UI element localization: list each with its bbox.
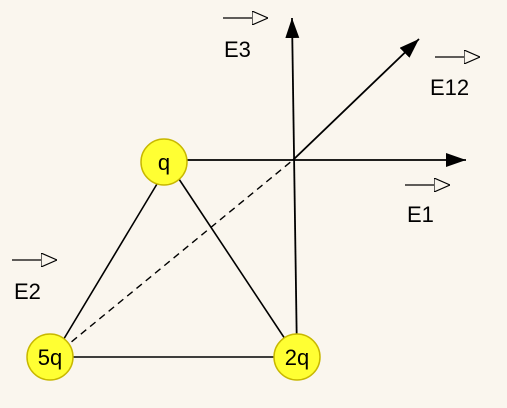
label-e12: E12	[430, 75, 469, 100]
charge-bottom-left-circle	[26, 333, 74, 381]
label-group-e12: E12	[430, 57, 480, 100]
charge-top-circle	[140, 138, 188, 186]
triangle-side-top-left	[52, 163, 170, 358]
vector-e12	[292, 38, 420, 161]
charge-bottom-left: 5q	[26, 333, 74, 381]
vector-e3	[285, 17, 300, 358]
charge-bottom-right: 2q	[273, 333, 321, 381]
label-e3: E3	[224, 37, 251, 62]
charge-bottom-left-label: 5q	[38, 345, 62, 370]
dashed-line-e12	[52, 159, 294, 358]
triangle-side-top-right	[168, 163, 298, 358]
charge-bottom-right-circle	[273, 333, 321, 381]
charge-bottom-right-label: 2q	[285, 345, 309, 370]
label-group-e3: E3	[223, 18, 268, 62]
charge-top-label: q	[158, 150, 170, 175]
label-group-e2: E2	[12, 260, 57, 304]
label-e2: E2	[14, 279, 41, 304]
charge-top: q	[140, 138, 188, 186]
label-e1: E1	[407, 202, 434, 227]
label-group-e1: E1	[405, 185, 450, 227]
